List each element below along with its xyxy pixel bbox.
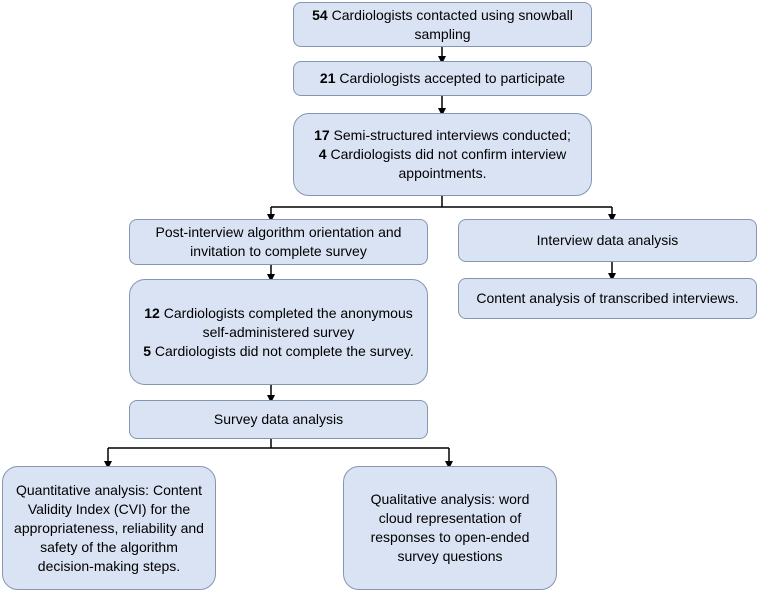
box-cardiologists-accepted: 21 Cardiologists accepted to participate bbox=[293, 61, 592, 96]
content-analysis-text: Content analysis of transcribed intervie… bbox=[476, 290, 739, 306]
interviews-text: Semi-structured interviews conducted; bbox=[329, 127, 571, 143]
box-content-analysis: Content analysis of transcribed intervie… bbox=[458, 278, 757, 319]
contacted-text: Cardiologists contacted using snowball s… bbox=[327, 6, 573, 42]
box-qualitative-analysis: Qualitative analysis: word cloud represe… bbox=[343, 466, 557, 590]
unconfirmed-text: Cardiologists did not confirm interview … bbox=[326, 146, 567, 181]
box-survey-data-analysis: Survey data analysis bbox=[129, 400, 428, 439]
completed-count: 12 bbox=[144, 304, 160, 321]
contacted-count: 54 bbox=[312, 6, 328, 23]
completed-text: Cardiologists completed the anonymous se… bbox=[159, 304, 413, 340]
box-survey-completion: 12 Cardiologists completed the anonymous… bbox=[129, 279, 428, 385]
box-post-interview-orientation: Post-interview algorithm orientation and… bbox=[129, 219, 428, 265]
qualitative-text: Qualitative analysis: word cloud represe… bbox=[370, 491, 530, 564]
interview-analysis-text: Interview data analysis bbox=[536, 232, 679, 248]
box-interviews-conducted: 17 Semi-structured interviews conducted;… bbox=[293, 113, 592, 196]
not-completed-count: 5 bbox=[143, 342, 152, 359]
quantitative-text: Quantitative analysis: Content Validity … bbox=[14, 481, 204, 574]
box-cardiologists-contacted: 54 Cardiologists contacted using snowbal… bbox=[293, 2, 592, 47]
unconfirmed-count: 4 bbox=[318, 146, 327, 162]
box-interview-data-analysis: Interview data analysis bbox=[458, 219, 757, 262]
accepted-count: 21 bbox=[319, 70, 336, 86]
interviews-count: 17 bbox=[314, 127, 330, 143]
not-completed-text: Cardiologists did not complete the surve… bbox=[151, 342, 414, 359]
box-quantitative-analysis: Quantitative analysis: Content Validity … bbox=[2, 466, 216, 590]
accepted-text: Cardiologists accepted to participate bbox=[335, 70, 566, 86]
survey-analysis-text: Survey data analysis bbox=[213, 411, 344, 427]
orientation-text: Post-interview algorithm orientation and… bbox=[155, 224, 402, 259]
